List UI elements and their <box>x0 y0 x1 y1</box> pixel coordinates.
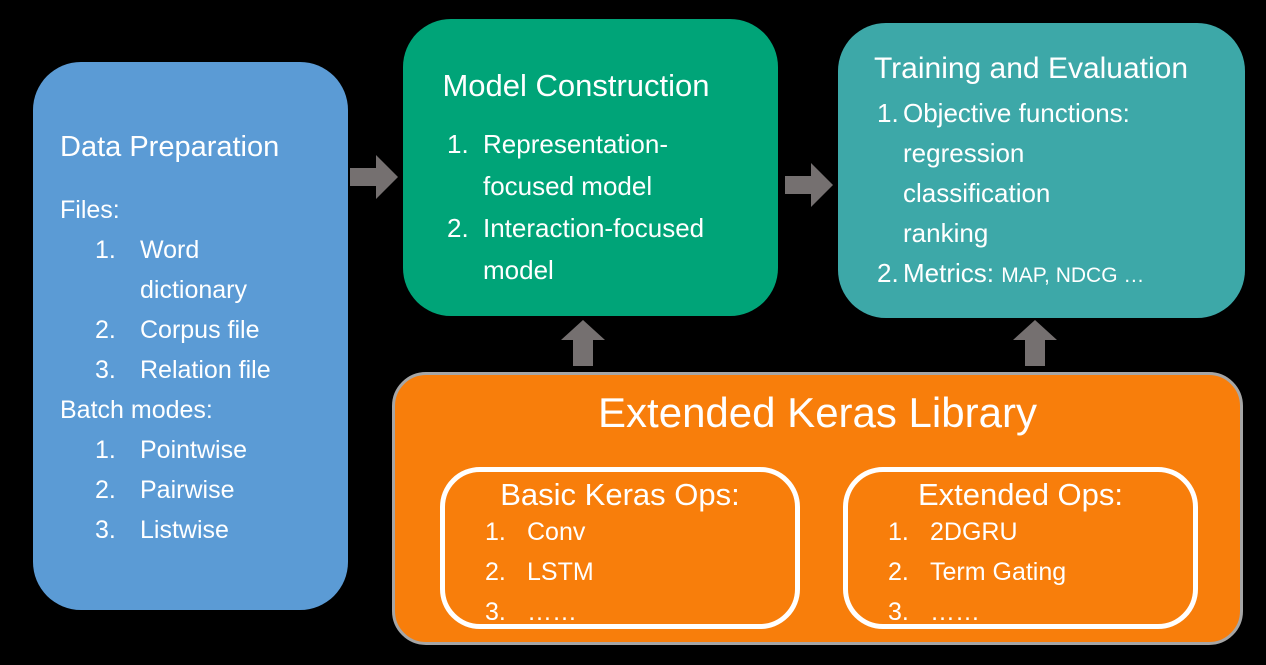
node-title-training-evaluation: Training and Evaluation <box>873 52 1189 85</box>
list-item-line: LSTM <box>527 558 594 586</box>
list-item: 1. Word dictionary <box>95 230 330 310</box>
node-basic-keras-ops: Basic Keras Ops: 1. Conv 2. LSTM 3. …… <box>440 467 800 629</box>
list-item: 3. Relation file <box>95 350 330 390</box>
list-item-line: focused model <box>483 171 653 201</box>
list-item: 1. Pointwise <box>95 430 330 470</box>
list-item-text: Corpus file <box>140 310 260 350</box>
list-item-number: 3. <box>888 598 909 626</box>
list-item: 1. Objective functions: regression class… <box>877 93 1227 253</box>
arrow-model-to-training <box>785 163 833 207</box>
list-item: 2. LSTM <box>485 552 785 592</box>
list-item-line: 2DGRU <box>930 518 1018 546</box>
list-item-line: Objective functions: <box>903 98 1130 128</box>
list-item-number: 3. <box>485 598 506 626</box>
node-title-data-preparation: Data Preparation <box>60 131 280 163</box>
list-item-line: …… <box>930 598 980 626</box>
list-item: 1. Conv <box>485 512 785 552</box>
list-item-line: Term Gating <box>930 558 1067 586</box>
node-training-evaluation: Training and Evaluation 1. Objective fun… <box>838 23 1245 318</box>
list-item-line: Interaction-focused <box>483 213 705 243</box>
list-item-number: 2. <box>877 258 899 288</box>
right-arrow-icon <box>785 163 833 207</box>
node-extended-keras-library: Extended Keras Library Basic Keras Ops: … <box>392 372 1243 645</box>
list-item-number: 1. <box>877 98 899 128</box>
up-arrow-icon <box>561 320 605 366</box>
right-arrow-icon <box>350 155 398 199</box>
node-title-model-construction: Model Construction <box>442 68 710 103</box>
list-item-text: Word dictionary <box>140 230 247 310</box>
list-item-number: 3. <box>95 516 116 544</box>
list-item-line: Pairwise <box>140 476 235 504</box>
list-item: 2. Pairwise <box>95 470 330 510</box>
list-item-text: …… <box>527 592 577 632</box>
arrow-data-to-model <box>350 155 398 199</box>
ops-row: Basic Keras Ops: 1. Conv 2. LSTM 3. …… E… <box>440 467 1198 629</box>
list-item-text: Relation file <box>140 350 271 390</box>
list-item-text: Representation- focused model <box>483 123 668 207</box>
node-data-preparation: Data Preparation Files: 1. Word dictiona… <box>33 62 348 610</box>
list-item: 2. Term Gating <box>888 552 1183 592</box>
metrics-detail: MAP, NDCG … <box>1001 264 1145 287</box>
list-item-line: regression <box>903 138 1025 168</box>
list-item-line: Conv <box>527 518 586 546</box>
list-item-number: 1. <box>888 518 909 546</box>
list-item-number: 1. <box>485 518 506 546</box>
list-item-number: 1. <box>447 129 469 159</box>
list-item-text: LSTM <box>527 552 594 592</box>
list-item-text: Pairwise <box>140 470 234 510</box>
list-item-number: 2. <box>447 213 469 243</box>
up-arrow-icon <box>1013 320 1057 366</box>
list-item-line: dictionary <box>140 276 247 304</box>
batch-modes-label: Batch modes: <box>60 396 213 424</box>
list-item-line: Pointwise <box>140 436 247 464</box>
list-item: 1. Representation- focused model <box>447 123 763 207</box>
list-item-number: 1. <box>95 436 116 464</box>
list-item-line: Metrics: MAP, NDCG … <box>903 253 1144 296</box>
list-item-line: Corpus file <box>140 316 260 344</box>
node-model-construction: Model Construction 1. Representation- fo… <box>403 19 778 316</box>
node-title-basic-keras-ops: Basic Keras Ops: <box>500 477 740 512</box>
list-item: 2. Corpus file <box>95 310 330 350</box>
node-title-extended-ops: Extended Ops: <box>917 477 1124 512</box>
list-item-number: 2. <box>888 558 909 586</box>
list-item-line: Relation file <box>140 356 271 384</box>
list-item-line: Word <box>140 236 200 264</box>
list-item-text: Pointwise <box>140 430 247 470</box>
list-item-text: Objective functions: regression classifi… <box>903 93 1130 253</box>
list-item-line: Listwise <box>140 516 229 544</box>
list-item-number: 2. <box>95 476 116 504</box>
arrow-library-to-model <box>561 320 605 366</box>
list-item-text: Metrics: MAP, NDCG … <box>903 253 1144 296</box>
list-item-line: ranking <box>903 218 989 248</box>
list-item-line: model <box>483 255 554 285</box>
list-item-text: …… <box>930 592 980 632</box>
list-item: 2. Metrics: MAP, NDCG … <box>877 253 1227 296</box>
list-item-text: Conv <box>527 512 585 552</box>
list-item-number: 2. <box>95 316 116 344</box>
list-item-text: Term Gating <box>930 552 1066 592</box>
list-item: 3. …… <box>888 592 1183 632</box>
list-item-number: 3. <box>95 356 116 384</box>
list-item: 3. Listwise <box>95 510 330 550</box>
files-label: Files: <box>60 196 120 224</box>
arrow-library-to-training <box>1013 320 1057 366</box>
node-title-extended-keras-library: Extended Keras Library <box>598 389 1037 436</box>
list-item-number: 1. <box>95 236 116 264</box>
metrics-label: Metrics: <box>903 258 994 288</box>
list-item-line: …… <box>527 598 577 626</box>
list-item-text: Listwise <box>140 510 229 550</box>
list-item-line: Representation- <box>483 129 668 159</box>
list-item-line: classification <box>903 178 1051 208</box>
list-item-number: 2. <box>485 558 506 586</box>
node-extended-ops: Extended Ops: 1. 2DGRU 2. Term Gating 3.… <box>843 467 1198 629</box>
list-item: 2. Interaction-focused model <box>447 207 763 291</box>
list-item-text: 2DGRU <box>930 512 1018 552</box>
list-item-text: Interaction-focused model <box>483 207 704 291</box>
list-item: 3. …… <box>485 592 785 632</box>
list-item: 1. 2DGRU <box>888 512 1183 552</box>
